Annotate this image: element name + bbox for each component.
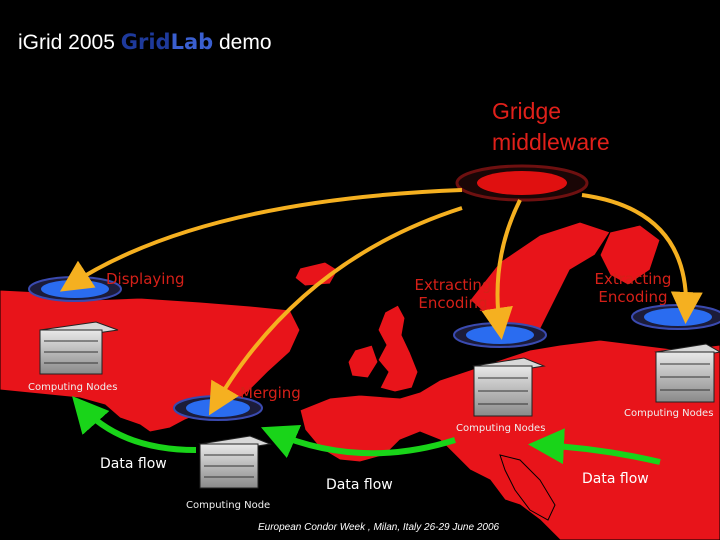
- data-flow-label-right: Data flow: [582, 471, 649, 487]
- gridlab-brand-lab: Lab: [170, 30, 214, 54]
- node-label-right: Computing Nodes: [624, 408, 714, 419]
- footer-text: European Condor Week , Milan, Italy 26-2…: [258, 522, 500, 533]
- control-arrow-to-merging: [208, 206, 463, 416]
- control-arrows: [59, 188, 703, 416]
- merging-label: Merging: [240, 384, 301, 402]
- data-flow-label-center: Data flow: [326, 477, 393, 493]
- gridge-disc: [455, 164, 589, 202]
- control-arrow-to-center: [481, 199, 522, 340]
- server-icon-left: [39, 321, 119, 375]
- control-arrow-to-display: [59, 188, 463, 292]
- control-arrow-to-right: [581, 193, 703, 324]
- server-icon-center: [472, 357, 546, 417]
- data-flow-arrow-center: [260, 424, 456, 459]
- page-title: iGrid 2005 GridLab demo: [18, 30, 272, 54]
- gridlab-brand-grid: Grid: [120, 30, 171, 54]
- server-icon-right: [654, 343, 720, 403]
- data-flow-arrow-left: [72, 396, 197, 453]
- extracting-disc-right: [631, 304, 720, 330]
- data-flow-arrows: [72, 396, 661, 465]
- data-flow-arrow-right: [528, 428, 661, 465]
- node-label-center: Computing Nodes: [456, 423, 546, 434]
- gridge-label: Gridge middleware: [492, 98, 610, 155]
- node-label-left: Computing Nodes: [28, 382, 118, 393]
- node-label-bottom: Computing Node: [186, 500, 271, 511]
- server-icon-bottom: [198, 435, 272, 489]
- displaying-label: Displaying: [106, 270, 185, 288]
- data-flow-label-left: Data flow: [100, 456, 167, 472]
